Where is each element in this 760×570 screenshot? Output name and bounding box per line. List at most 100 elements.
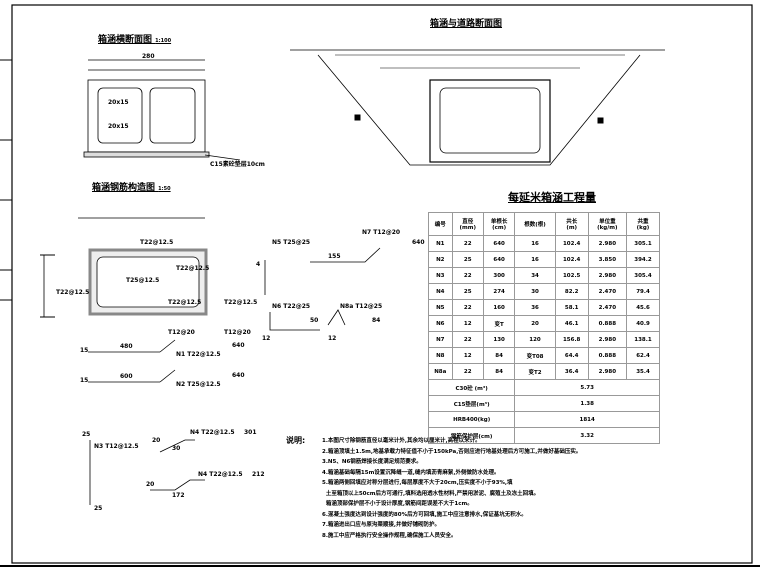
bar-dim: 50 bbox=[310, 317, 319, 324]
table-cell: 16 bbox=[514, 251, 556, 268]
haunch-label: 20x15 bbox=[108, 123, 129, 130]
table-cell: 22 bbox=[451, 267, 484, 284]
summary-value: 5.73 bbox=[514, 379, 660, 396]
table-cell: 3.850 bbox=[587, 251, 627, 268]
bar-dim: 25 bbox=[94, 505, 103, 512]
note-line: 7.箱涵进出口应与原沟渠顺接,并做好铺砌防护。 bbox=[322, 522, 441, 528]
table-cell: N5 bbox=[428, 299, 453, 316]
summary-value: 1.38 bbox=[514, 395, 660, 412]
rebar-label-n3: T22@12.5 bbox=[56, 289, 90, 296]
table-header: 根数(根) bbox=[514, 212, 556, 236]
table-cell: 300 bbox=[482, 267, 516, 284]
rebar-label-n4: T22@12.5 bbox=[176, 265, 210, 272]
bar-label: N2 T25@12.5 bbox=[176, 381, 221, 388]
note-line: 土至箱顶以上50cm后方可通行,填料选用透水性材料,严禁用淤泥、腐殖土及冻土回填… bbox=[322, 490, 540, 497]
bar-label: N6 T22@25 bbox=[272, 303, 311, 310]
table-cell: 84 bbox=[482, 347, 516, 364]
summary-label: HRB400(kg) bbox=[427, 411, 516, 428]
table-cell: 36 bbox=[514, 299, 556, 316]
rebar-label-n7: T12@20 bbox=[168, 329, 195, 336]
dim-label: 280 bbox=[142, 53, 155, 60]
note-line: 3.N5、N6钢筋焊接长度满足规范要求。 bbox=[322, 459, 422, 465]
summary-label: 钢筋保护层(cm) bbox=[427, 427, 516, 444]
table-header-row: 编号直径 (mm)单根长 (cm)根数(根)共长 (m)单位重 (kg/m)共重… bbox=[428, 212, 661, 236]
notes: 说明: 1.本图尺寸除钢筋直径以毫米计外,其余均以厘米计,高程以米计。2.箱涵顶… bbox=[286, 436, 581, 541]
quantity-table: 编号直径 (mm)单根长 (cm)根数(根)共长 (m)单位重 (kg/m)共重… bbox=[427, 212, 661, 444]
table-cell: 36.4 bbox=[554, 363, 589, 380]
table-cell: N2 bbox=[428, 251, 453, 268]
table-cell: N8a bbox=[428, 363, 453, 380]
bar-dim: 25 bbox=[82, 431, 91, 438]
notes-heading: 说明: bbox=[286, 436, 306, 445]
rebar-label-n8: T12@20 bbox=[224, 329, 251, 336]
bar-label: N7 T12@20 bbox=[362, 229, 401, 236]
road-section bbox=[290, 49, 665, 166]
rebar-label-n1: T22@12.5 bbox=[140, 239, 174, 246]
table-cell: 274 bbox=[482, 283, 516, 300]
table-cell: 102.4 bbox=[554, 235, 589, 252]
table-cell: 22 bbox=[451, 363, 484, 380]
bar-dim: 212 bbox=[252, 471, 265, 478]
bar-dim: 640 bbox=[232, 372, 245, 379]
table-cell: 2.470 bbox=[587, 299, 627, 316]
table-cell: 305.1 bbox=[625, 235, 661, 252]
bar-dim: 15 bbox=[80, 347, 89, 354]
table-cell: 34 bbox=[514, 267, 556, 284]
bar-dim: 12 bbox=[328, 335, 337, 342]
table-cell: 变T2 bbox=[514, 363, 556, 380]
table-header: 共重 (kg) bbox=[625, 212, 661, 236]
table-cell: 305.4 bbox=[625, 267, 661, 284]
table-cell: 120 bbox=[514, 331, 556, 348]
note-line: 箱涵顶部保护层不小于设计厚度,钢筋间距误差不大于1cm。 bbox=[322, 501, 473, 507]
bar-label: N8a T12@25 bbox=[340, 303, 383, 310]
table-cell: 22 bbox=[451, 331, 484, 348]
table-cell: 46.1 bbox=[554, 315, 589, 332]
bar-dim: 15 bbox=[80, 377, 89, 384]
table-header: 单位重 (kg/m) bbox=[587, 212, 627, 236]
bar-dim: 20 bbox=[146, 481, 155, 488]
bar-dim: 12 bbox=[262, 335, 271, 342]
summary-row: HRB400(kg)1814 bbox=[427, 411, 660, 428]
table-cell: 640 bbox=[482, 251, 516, 268]
table-cell: 35.4 bbox=[625, 363, 661, 380]
bar-label: N4 T22@12.5 bbox=[190, 429, 235, 436]
summary-row: 钢筋保护层(cm)3.32 bbox=[427, 427, 660, 444]
table-cell: 25 bbox=[451, 251, 484, 268]
table-cell: 130 bbox=[482, 331, 516, 348]
table-cell: 82.2 bbox=[554, 283, 589, 300]
table-cell: 40.9 bbox=[625, 315, 661, 332]
table-cell: N6 bbox=[428, 315, 453, 332]
table-cell: 0.888 bbox=[587, 315, 627, 332]
bar-label: N4 T22@12.5 bbox=[198, 471, 243, 478]
table-cell: 138.1 bbox=[625, 331, 661, 348]
table-cell: 102.4 bbox=[554, 251, 589, 268]
table-cell: 102.5 bbox=[554, 267, 589, 284]
rebar-section bbox=[40, 217, 381, 505]
bar-label: N3 T12@12.5 bbox=[94, 443, 139, 450]
table-cell: 79.4 bbox=[625, 283, 661, 300]
table-cell: N8 bbox=[428, 347, 453, 364]
margin-ticks bbox=[0, 59, 12, 301]
note-line: 5.箱涵两侧回填应对称分层进行,每层厚度不大于20cm,压实度不小于93%,填 bbox=[322, 480, 513, 486]
table-cell: 变T08 bbox=[514, 347, 556, 364]
table-cell: N7 bbox=[428, 331, 453, 348]
rebar-title-text: 箱涵钢筋构造图 bbox=[92, 183, 156, 193]
rebar-label-n2: T25@12.5 bbox=[126, 277, 160, 284]
table-cell: 84 bbox=[482, 363, 516, 380]
table-cell: 45.6 bbox=[625, 299, 661, 316]
bar-dim: 155 bbox=[328, 253, 341, 260]
quantity-table-title: 每延米箱涵工程量 bbox=[508, 191, 596, 204]
note-line: 1.本图尺寸除钢筋直径以毫米计外,其余均以厘米计,高程以米计。 bbox=[322, 438, 481, 444]
bar-dim: 640 bbox=[232, 342, 245, 349]
rebar-label-n5: T22@12.5 bbox=[168, 299, 202, 306]
table-cell: N4 bbox=[428, 283, 453, 300]
bar-dim: 172 bbox=[172, 492, 185, 499]
